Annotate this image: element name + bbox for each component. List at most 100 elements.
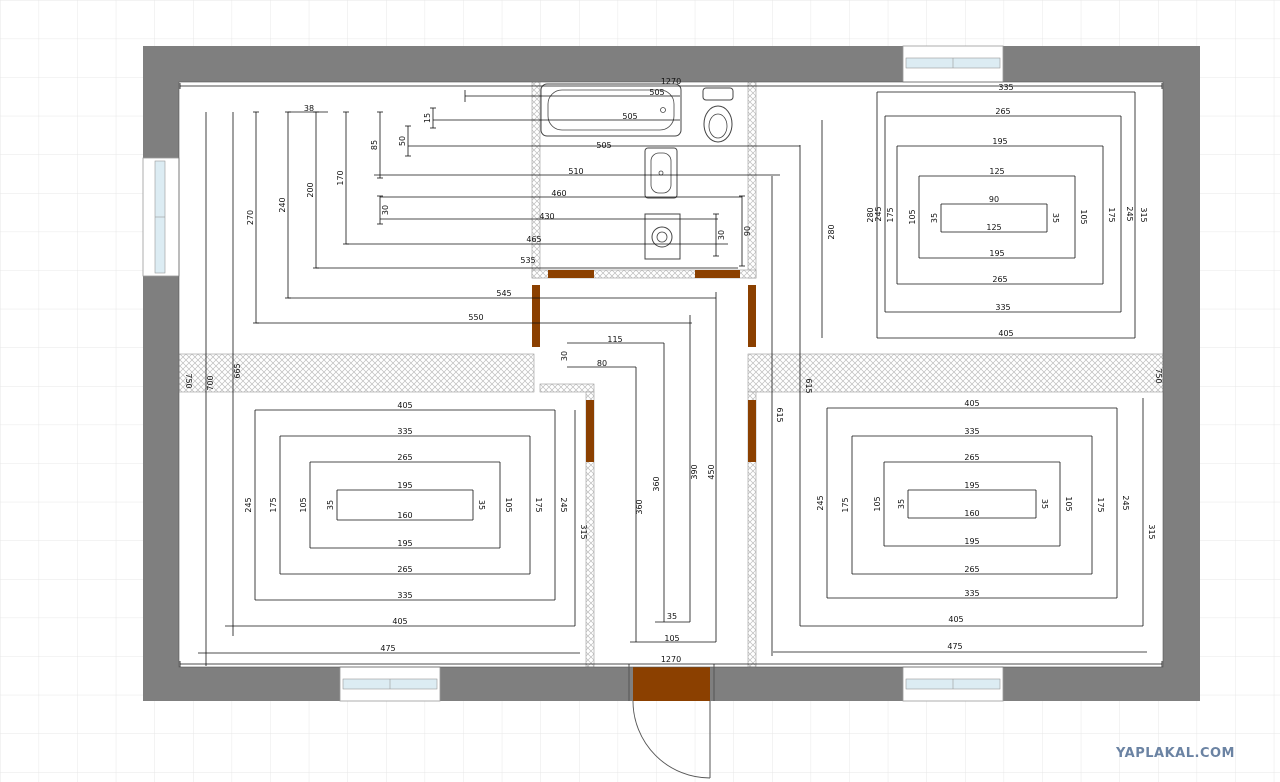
- dimension-label: 405: [948, 615, 963, 624]
- dimension-label: 175: [1107, 207, 1116, 222]
- dimension-lines: [179, 83, 1163, 667]
- dimension-label: 465: [526, 235, 541, 244]
- dimension-label: 1270: [661, 77, 681, 86]
- dimension-label: 85: [370, 140, 379, 150]
- dimension-label: 195: [992, 137, 1007, 146]
- dimension-label: 38: [304, 104, 314, 113]
- dimension-label: 240: [278, 197, 287, 212]
- dimension-label: 550: [468, 313, 483, 322]
- dimension-label: 35: [930, 213, 939, 223]
- dimension-label: 335: [998, 83, 1013, 92]
- dimension-label: 430: [539, 212, 554, 221]
- dimension-label: 105: [299, 497, 308, 512]
- toilet-icon: [702, 87, 734, 143]
- entrance-door: [628, 664, 715, 779]
- dimension-label: 265: [964, 453, 979, 462]
- dimension-label: 360: [635, 499, 644, 514]
- dimension-label: 175: [1096, 497, 1105, 512]
- dimension-label: 265: [992, 275, 1007, 284]
- dimension-label: 265: [397, 453, 412, 462]
- dimension-label: 335: [397, 427, 412, 436]
- dimension-label: 245: [1125, 206, 1134, 221]
- window-bottom-right: [902, 666, 1004, 702]
- dimension-label: 460: [551, 189, 566, 198]
- dimension-label: 615: [775, 407, 784, 422]
- dimension-label: 90: [989, 195, 999, 204]
- washing-machine-icon: [644, 213, 681, 260]
- dimension-label: 335: [397, 591, 412, 600]
- dimension-label: 175: [886, 207, 895, 222]
- dimension-label: 35: [667, 612, 677, 621]
- dimension-label: 35: [1051, 213, 1060, 223]
- dimension-label: 50: [398, 136, 407, 146]
- dimension-label: 405: [397, 401, 412, 410]
- dimension-label: 90: [743, 226, 752, 236]
- watermark-text: YAPLAKAL.COM: [1115, 746, 1235, 761]
- dimension-label: 195: [989, 249, 1004, 258]
- dimension-label: 405: [964, 399, 979, 408]
- dimension-label: 750: [184, 373, 193, 388]
- dimension-label: 105: [664, 634, 679, 643]
- dimension-label: 15: [423, 113, 432, 123]
- dimension-label: 105: [504, 497, 513, 512]
- dimension-label: 170: [336, 170, 345, 185]
- dimension-label: 265: [964, 565, 979, 574]
- window-left: [142, 157, 180, 277]
- dimension-label: 700: [206, 375, 215, 390]
- dimension-label: 245: [559, 497, 568, 512]
- dimension-label: 30: [381, 205, 390, 215]
- dimension-label: 280: [866, 207, 875, 222]
- dimension-label: 405: [998, 329, 1013, 338]
- dimension-label: 35: [477, 500, 486, 510]
- dimension-label: 200: [306, 182, 315, 197]
- dimension-label: 80: [597, 359, 607, 368]
- dimension-label: 615: [804, 378, 813, 393]
- dimension-label: 335: [964, 589, 979, 598]
- window-top-right: [902, 45, 1004, 83]
- partitions: [178, 81, 1164, 668]
- dimension-label: 245: [816, 495, 825, 510]
- dimension-label: 105: [908, 209, 917, 224]
- dimension-label: 195: [964, 537, 979, 546]
- interior-outline: [178, 81, 1164, 668]
- dimension-label: 160: [964, 509, 979, 518]
- dimension-label: 510: [568, 167, 583, 176]
- dimension-label: 245: [1121, 495, 1130, 510]
- window-bottom-left: [339, 666, 441, 702]
- dimension-label: 105: [1064, 496, 1073, 511]
- dimension-label: 750: [1154, 368, 1163, 383]
- dimension-label: 195: [397, 481, 412, 490]
- dimension-label: 335: [964, 427, 979, 436]
- dimension-label: 175: [269, 497, 278, 512]
- dimension-label: 265: [995, 107, 1010, 116]
- dimension-label: 175: [841, 497, 850, 512]
- sink-icon: [644, 147, 678, 199]
- dimension-label: 35: [897, 499, 906, 509]
- dimension-label: 115: [607, 335, 622, 344]
- dimension-label: 535: [520, 256, 535, 265]
- dimension-label: 195: [397, 539, 412, 548]
- dimension-label: 270: [246, 210, 255, 225]
- dimension-label: 125: [989, 167, 1004, 176]
- dimension-label: 390: [690, 464, 699, 479]
- dimension-label: 360: [652, 476, 661, 491]
- dimension-label: 545: [496, 289, 511, 298]
- dimension-label: 505: [649, 88, 664, 97]
- dimension-label: 105: [873, 496, 882, 511]
- dimension-label: 280: [827, 224, 836, 239]
- dimension-label: 265: [397, 565, 412, 574]
- dimension-label: 195: [964, 481, 979, 490]
- dimension-label: 245: [874, 206, 883, 221]
- dimension-label: 35: [1040, 499, 1049, 509]
- windows: [142, 45, 1004, 702]
- dimension-label: 30: [560, 351, 569, 361]
- dimension-label: 160: [397, 511, 412, 520]
- outer-walls: [143, 46, 1200, 701]
- dimension-label: 30: [717, 230, 726, 240]
- dimension-label: 1270: [661, 655, 681, 664]
- dimension-label: 175: [534, 497, 543, 512]
- dimension-label: 405: [392, 617, 407, 626]
- dimension-label: 315: [579, 524, 588, 539]
